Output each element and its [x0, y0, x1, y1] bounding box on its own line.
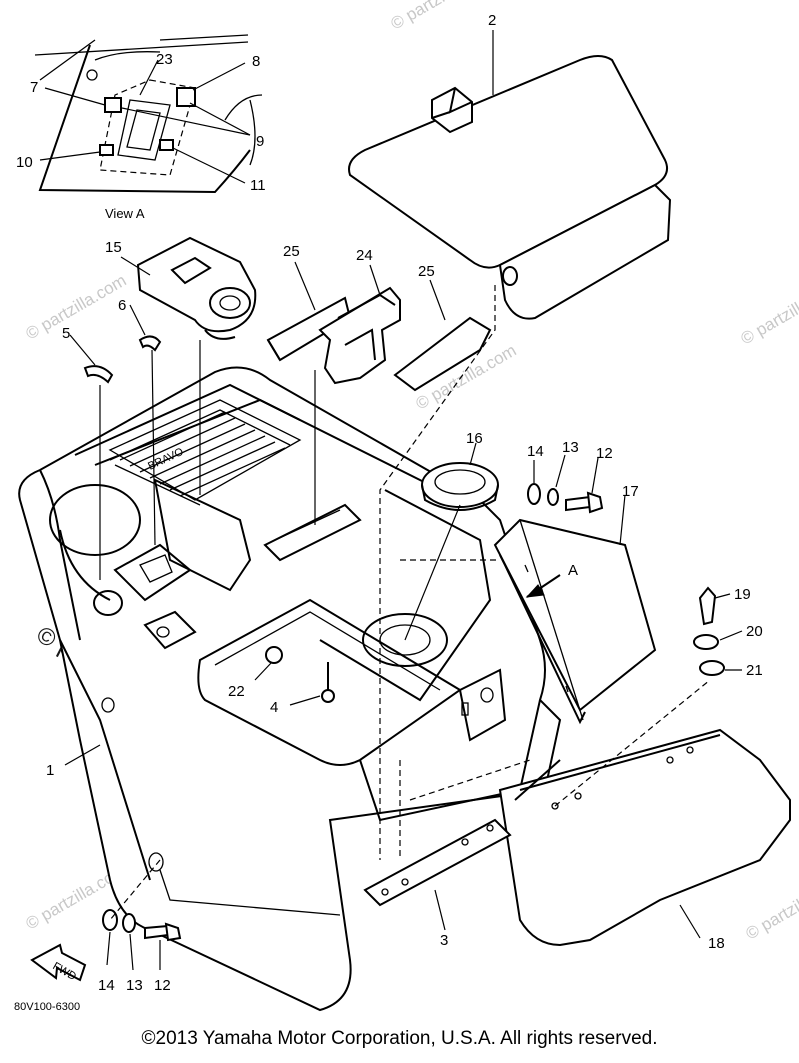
fastener-set-right — [693, 586, 725, 676]
callout-10: 10 — [16, 154, 33, 171]
grille-lines — [119, 411, 286, 497]
callout-14b: 14 — [98, 977, 115, 994]
part-lid — [348, 55, 672, 320]
callout-17: 17 — [622, 483, 639, 500]
watermark: © partzilla.com — [23, 271, 130, 344]
callout-7: 7 — [30, 79, 38, 96]
clips-5-6 — [83, 335, 162, 384]
callout-16: 16 — [466, 430, 483, 447]
part-16-grommet — [421, 462, 499, 511]
leader-lines — [39, 30, 743, 971]
callout-15: 15 — [105, 239, 122, 256]
part-17-side-panel — [493, 518, 657, 725]
callout-11: 11 — [250, 177, 266, 194]
watermark: © partzilla.com — [738, 276, 799, 349]
view-a-label: View A — [105, 206, 145, 221]
callout-14a: 14 — [527, 443, 544, 460]
callout-22: 22 — [228, 683, 245, 700]
callout-2: 2 — [488, 12, 496, 29]
callout-12a: 12 — [596, 445, 613, 462]
callout-13b: 13 — [126, 977, 143, 994]
callout-21: 21 — [746, 662, 763, 679]
callout-19: 19 — [734, 586, 751, 603]
callout-13a: 13 — [562, 439, 579, 456]
callout-3: 3 — [440, 932, 448, 949]
callout-12b: 12 — [154, 977, 171, 994]
view-a-arrow: A — [525, 562, 578, 598]
part-18-rear-panel — [498, 728, 791, 947]
callout-1: 1 — [46, 762, 54, 779]
part-4-screw — [321, 662, 335, 703]
callout-25b: 25 — [418, 263, 435, 280]
callout-25a: 25 — [283, 243, 300, 260]
callout-20: 20 — [746, 623, 763, 640]
callout-24: 24 — [356, 247, 373, 264]
callout-23: 23 — [156, 51, 173, 68]
fwd-arrow: FWD — [30, 943, 87, 983]
fastener-set-lower — [102, 909, 182, 942]
watermark: © partzilla.com — [388, 0, 495, 33]
part-15-bracket — [136, 236, 257, 340]
callout-8: 8 — [252, 53, 260, 70]
fastener-set-upper — [527, 483, 604, 514]
part-24-25-brackets — [266, 286, 492, 392]
view-arrow-label: A — [568, 562, 578, 579]
watermark: © partzilla.com — [743, 871, 799, 944]
callout-9: 9 — [256, 133, 264, 150]
callout-6: 6 — [118, 297, 126, 314]
callout-4: 4 — [270, 699, 278, 716]
view-a-inset: View A — [34, 34, 263, 221]
drawing-code: 80V100-6300 — [14, 1001, 80, 1013]
part-3-plate — [363, 818, 512, 907]
callout-18: 18 — [708, 935, 725, 952]
callout-5: 5 — [62, 325, 70, 342]
copyright-notice: ©2013 Yamaha Motor Corporation, U.S.A. A… — [141, 1028, 658, 1049]
callout-labels: 2 23 8 7 9 10 11 15 25 24 25 6 5 16 14 1… — [16, 12, 763, 994]
